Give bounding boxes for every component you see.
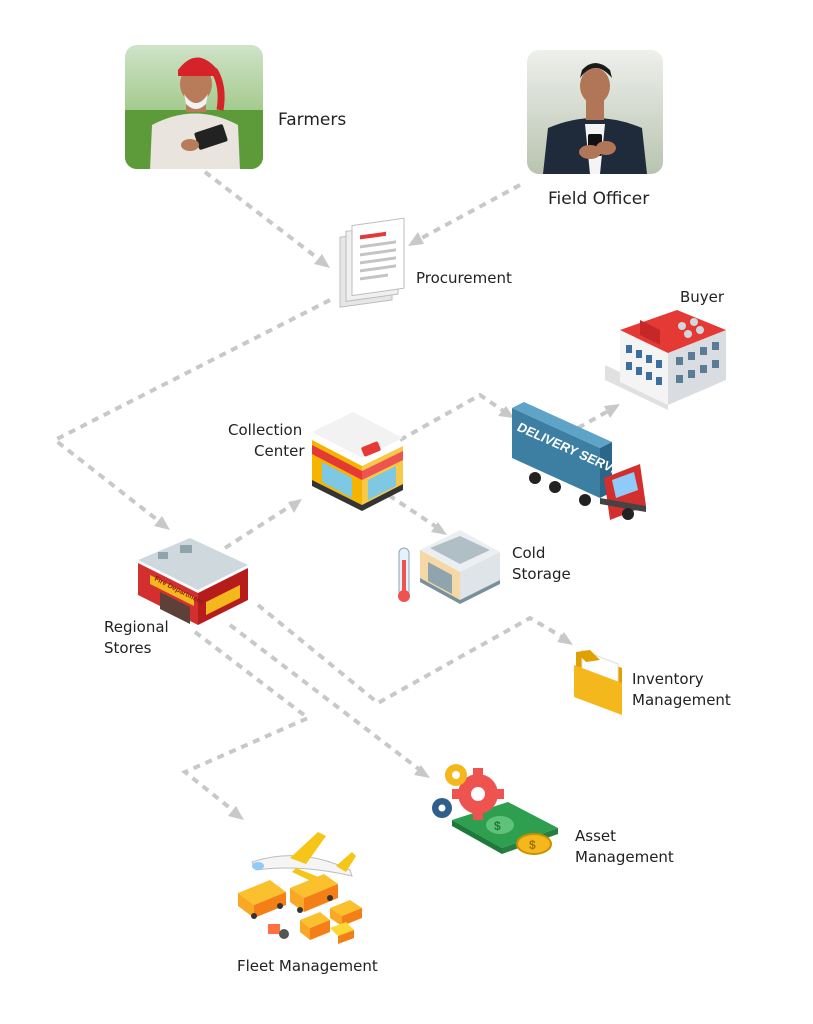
- connector-regional-fleet: [181, 630, 312, 814]
- connector-truck-buyer: [577, 408, 611, 430]
- connector-procurement-regional: [51, 298, 331, 524]
- label-fleet-management: Fleet Management: [237, 957, 378, 975]
- delivery-truck-icon: DELIVERY SERVICE: [512, 402, 646, 520]
- label-asset-management-line1: Asset: [575, 827, 617, 845]
- svg-text:$: $: [494, 819, 501, 833]
- label-buyer: Buyer: [680, 288, 725, 306]
- folder-icon: [574, 649, 622, 715]
- label-regional-stores-line2: Stores: [104, 639, 152, 657]
- farmer-photo-icon: [125, 45, 263, 169]
- label-asset-management-line2: Management: [575, 848, 674, 866]
- cold-storage-icon: [398, 530, 500, 604]
- field-officer-photo-icon: [527, 50, 663, 174]
- office-building-icon: [605, 310, 726, 410]
- storefront-icon: [312, 412, 403, 511]
- connector-collection-truck: [399, 392, 507, 442]
- label-regional-stores: Regional Stores: [104, 617, 169, 659]
- label-cold-storage-line1: Cold: [512, 544, 546, 562]
- label-collection-center: Collection Center: [228, 420, 305, 462]
- label-inventory-management-line1: Inventory: [632, 670, 704, 688]
- connector-regional-collection: [223, 503, 294, 550]
- connector-regional-asset: [228, 623, 422, 772]
- label-collection-center-line1: Collection: [228, 421, 303, 439]
- label-farmers: Farmers: [278, 110, 347, 130]
- label-inventory-management: Inventory Management: [632, 669, 731, 711]
- gears-money-icon: $ $: [432, 764, 558, 855]
- connectors: [51, 170, 620, 820]
- connector-officer-procurement: [417, 183, 521, 242]
- label-collection-center-line2: Center: [254, 442, 305, 460]
- label-regional-stores-line1: Regional: [104, 618, 169, 636]
- connector-regional-inventory: [256, 603, 566, 706]
- label-cold-storage-line2: Storage: [512, 565, 571, 583]
- svg-text:$: $: [529, 838, 536, 852]
- label-field-officer: Field Officer: [548, 189, 650, 209]
- label-asset-management: Asset Management: [575, 826, 674, 868]
- label-cold-storage: Cold Storage: [512, 543, 571, 585]
- connector-farmers-procurement: [203, 170, 322, 262]
- airplane-trucks-icon: [238, 832, 362, 944]
- documents-icon: [339, 217, 405, 308]
- label-procurement: Procurement: [416, 269, 512, 287]
- label-inventory-management-line2: Management: [632, 691, 731, 709]
- warehouse-icon: Fire Department: [138, 538, 248, 625]
